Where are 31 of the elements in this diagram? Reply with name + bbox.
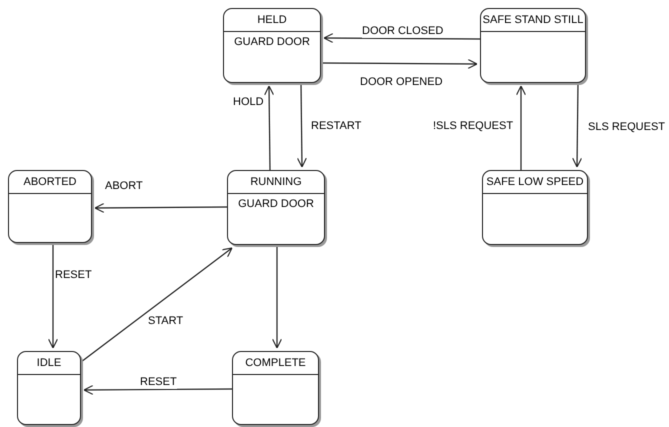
transition-arrow xyxy=(321,58,478,69)
transition-arrow xyxy=(572,83,582,168)
transition-arrow xyxy=(264,85,274,170)
transition-arrow xyxy=(83,384,232,395)
state-box xyxy=(480,8,586,83)
transition-arrow xyxy=(323,33,480,44)
state-name: ABORTED xyxy=(24,176,76,189)
transition-arrow xyxy=(296,83,307,168)
state-box xyxy=(223,8,321,83)
state-name: IDLE xyxy=(36,357,62,370)
state-box xyxy=(17,351,81,425)
transition-arrow xyxy=(80,247,233,362)
state-name: RUNNING xyxy=(250,176,302,189)
state-activity: GUARD DOOR xyxy=(238,198,314,211)
edge-label: !SLS REQUEST xyxy=(433,120,514,133)
state-box xyxy=(482,170,588,245)
state-name: SAFE LOW SPEED xyxy=(486,176,584,189)
state-name: COMPLETE xyxy=(245,357,306,370)
transition-arrow xyxy=(48,243,58,349)
state-box xyxy=(227,170,325,245)
state-name: HELD xyxy=(257,14,287,27)
state-box xyxy=(8,170,92,243)
state-activity: GUARD DOOR xyxy=(234,36,310,49)
edge-label: SLS REQUEST xyxy=(588,121,666,134)
transition-arrow xyxy=(516,85,526,170)
state-box xyxy=(232,351,319,425)
edge-label: DOOR CLOSED xyxy=(362,25,444,38)
edge-label: RESET xyxy=(140,376,177,389)
transition-arrow xyxy=(94,202,227,213)
transition-arrow xyxy=(272,245,282,349)
state-name: SAFE STAND STILL xyxy=(482,14,584,27)
